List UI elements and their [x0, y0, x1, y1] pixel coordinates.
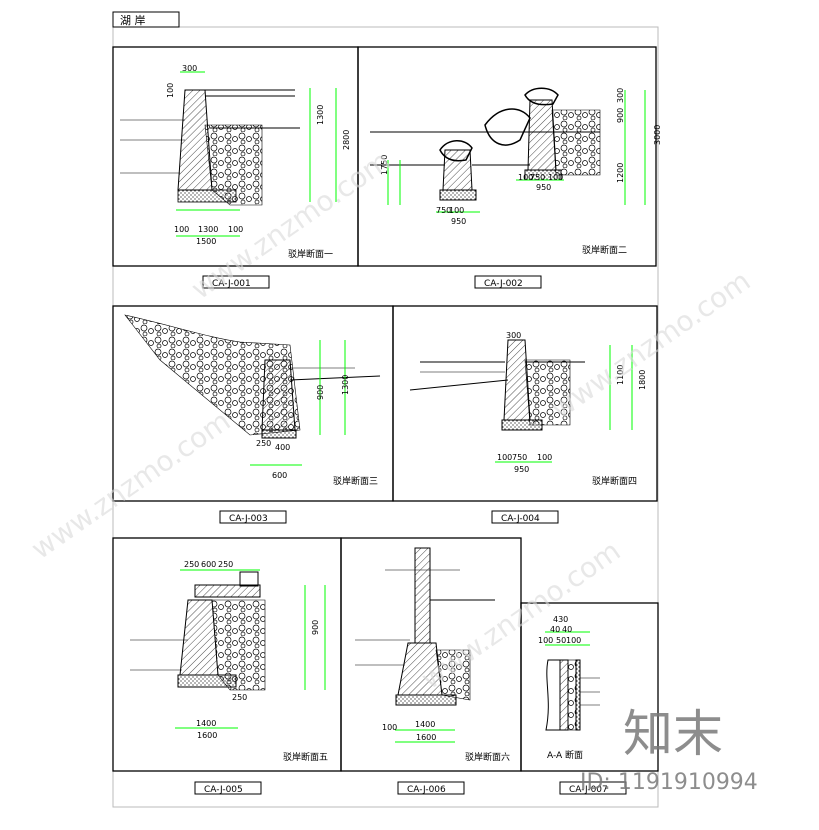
p7-dim-0: 430: [553, 615, 568, 624]
p5-caption: 驳岸断面五: [283, 751, 328, 763]
panel-frame-2: [357, 46, 657, 267]
p3-dim-7: 400: [275, 443, 290, 452]
p1-dim-2: 100: [174, 225, 189, 234]
p1-dim-4: 100: [228, 225, 243, 234]
p3-dim-10: 600: [272, 471, 287, 480]
p2-dim-5: 1200: [616, 163, 625, 183]
p4-dim-3: 1800: [638, 370, 647, 390]
p7-dim-1: 40: [550, 625, 560, 634]
code-box-3: [219, 510, 287, 524]
watermark-id: ID: 1191910994: [580, 770, 758, 795]
watermark-logo-text: 知末: [623, 705, 723, 763]
p7-caption: A-A 断面: [547, 749, 583, 761]
code-box-7: [559, 781, 627, 795]
title-tab: [112, 11, 180, 28]
p2-dim-7: 100: [518, 173, 533, 182]
p1-dim-5: 1500: [196, 237, 216, 246]
p4-dim-0: 300: [506, 331, 521, 340]
p4-dim-8: 100: [537, 453, 552, 462]
watermark-site-3: www.znzmo.com: [25, 404, 236, 566]
code-7: CA-J-007: [569, 785, 608, 795]
p6-caption: 驳岸断面六: [465, 751, 510, 763]
code-1: CA-J-001: [212, 279, 251, 289]
code-box-1: [202, 275, 270, 289]
p2-caption: 驳岸断面二: [582, 244, 627, 256]
code-box-6: [397, 781, 465, 795]
section-5-drawing: [130, 569, 326, 729]
section-1-drawing: [120, 71, 337, 237]
code-box-5: [194, 781, 262, 795]
p5-dim-0: 250: [184, 560, 199, 569]
p2-dim-16: 750: [436, 206, 451, 215]
watermark-logo: 知末: [623, 694, 723, 766]
p7-dim-5: 100: [566, 636, 581, 645]
code-5: CA-J-005: [204, 785, 243, 795]
p2-dim-9: 100: [548, 173, 563, 182]
p5-dim-6: 1400: [196, 719, 216, 728]
p2-dim-6: 3000: [653, 125, 662, 145]
p4-dim-7: 750: [512, 453, 527, 462]
p1-dim-0: 300: [182, 64, 197, 73]
p5-dim-5: 250: [232, 693, 247, 702]
section-6-drawing: [355, 547, 495, 743]
p1-dim-6: 1300: [316, 105, 325, 125]
watermark-id-text: ID: 1191910994: [580, 770, 758, 795]
p7-dim-4: 50: [556, 636, 566, 645]
panel-frame-4: [392, 305, 658, 502]
p6-dim-3: 1600: [416, 733, 436, 742]
p7-dim-2: 40: [562, 625, 572, 634]
p2-dim-17: 100: [449, 206, 464, 215]
p1-dim-1: 100: [166, 83, 175, 98]
p3-caption: 驳岸断面三: [333, 475, 378, 487]
watermark-site-2: www.znzmo.com: [545, 264, 756, 426]
p2-dim-0: 300: [616, 88, 625, 103]
p3-dim-4: 900: [316, 385, 325, 400]
p4-caption: 驳岸断面四: [592, 475, 637, 487]
panel-frame-7: [520, 602, 659, 772]
p4-dim-6: 100: [497, 453, 512, 462]
section-2-drawing: [370, 87, 646, 213]
p6-dim-0: 100: [382, 723, 397, 732]
p5-dim-1: 600: [201, 560, 216, 569]
p4-dim-9: 950: [514, 465, 529, 474]
p3-dim-6: 250: [256, 439, 271, 448]
p2-dim-1: 900: [616, 108, 625, 123]
code-box-4: [491, 510, 559, 524]
p2-dim-8: 750: [530, 173, 545, 182]
code-2: CA-J-002: [484, 279, 523, 289]
p5-dim-4: 900: [311, 620, 320, 635]
code-3: CA-J-003: [229, 514, 268, 524]
p6-dim-1: 1400: [415, 720, 435, 729]
p5-dim-2: 250: [218, 560, 233, 569]
sheet-title: 湖 岸: [120, 14, 146, 27]
section-4-drawing: [409, 339, 633, 463]
p2-dim-10: 950: [536, 183, 551, 192]
p1-dim-3: 1300: [198, 225, 218, 234]
p7-dim-3: 100: [538, 636, 553, 645]
p1-dim-7: 2800: [342, 130, 351, 150]
p1-caption: 驳岸断面一: [288, 248, 333, 260]
p5-dim-8: 1600: [197, 731, 217, 740]
p3-dim-3: 1300: [341, 375, 350, 395]
code-6: CA-J-006: [407, 785, 446, 795]
p2-dim-12: 1750: [380, 155, 389, 175]
section-3-drawing: [124, 314, 381, 466]
code-4: CA-J-004: [501, 514, 540, 524]
section-7-drawing: [545, 631, 600, 731]
code-box-2: [474, 275, 542, 289]
p4-dim-2: 1100: [616, 365, 625, 385]
p2-dim-18: 950: [451, 217, 466, 226]
